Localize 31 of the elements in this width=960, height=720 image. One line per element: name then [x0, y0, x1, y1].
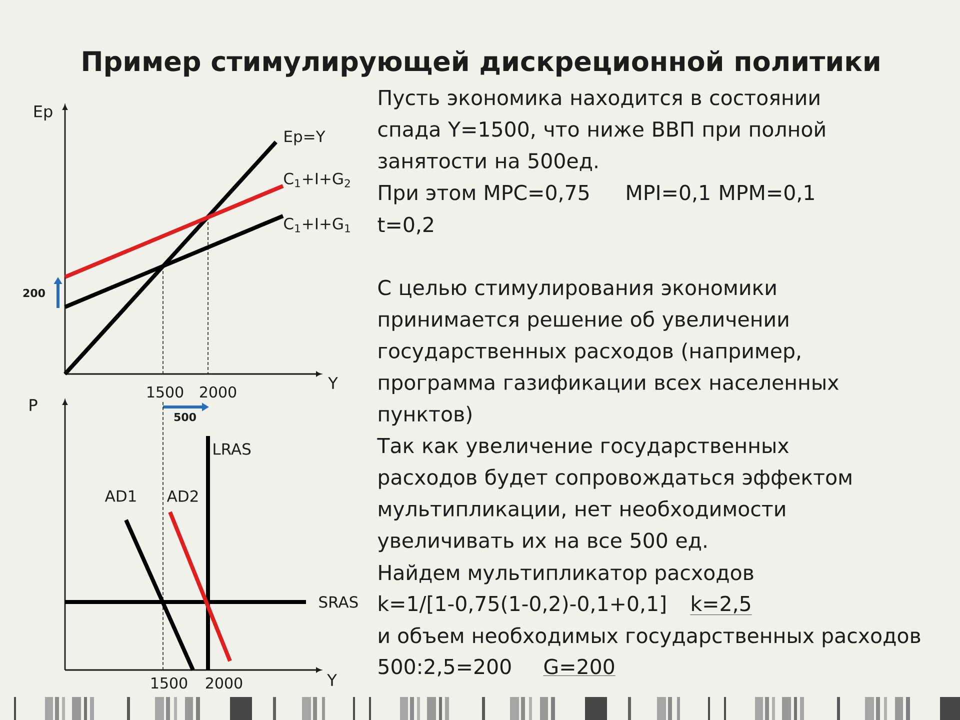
value-label: 200: [23, 288, 45, 298]
tick-label: 2000: [206, 677, 242, 689]
line-label: AD2: [166, 490, 198, 502]
axis-label: Ep: [34, 106, 52, 120]
formula-text: 500:2,5=200: [378, 658, 511, 676]
text-line: При этом MPC=0,75: [379, 184, 589, 204]
text-paragraph: Так как увеличение государственных расходов будет сопровождаться эффектом мультипликации, нет необходимости увеличивать их на все 500 ед.: [377, 438, 852, 552]
axis-label: P: [30, 399, 38, 411]
axis-label: Y: [327, 674, 337, 686]
text-line: и объем необходимых государственных расходов: [379, 627, 920, 648]
tick-label: 2000: [200, 386, 236, 398]
axis-label: Y: [328, 377, 338, 389]
line-label: AD1: [104, 490, 136, 502]
line-label: Ep=Y: [284, 130, 326, 146]
line-label: C$_{1}$+I+G$_{2}$: [284, 172, 350, 188]
formula-text: k=1/[1-0,75(1-0,2)-0,1+0,1]: [379, 595, 666, 614]
result-text: k=2,5: [690, 595, 752, 615]
text-line: Найдем мультипликатор расходов: [379, 564, 754, 584]
tick-label: 1500: [148, 386, 184, 398]
line-label: C$_{1}$+I+G$_{1}$: [284, 218, 350, 232]
formula-text: MPI=0,1: [627, 184, 710, 202]
formula-text: t=0,2: [378, 216, 433, 234]
line-label: LRAS: [214, 443, 251, 455]
line-label: SRAS: [319, 596, 358, 608]
result-text: G=200: [543, 658, 616, 676]
text-paragraph: Пусть экономика находится в состоянии спада Y=1500, что ниже ВВП при полной занятости на 500ед.: [378, 90, 825, 172]
formula-text: MPM=0,1: [720, 184, 814, 202]
tick-label: 1500: [152, 677, 188, 689]
value-label: 500: [174, 412, 196, 422]
text-paragraph: С целью стимулирования экономики принимается решение об увеличении государственных расходов (например, программа газификации всех населенных пунктов): [378, 280, 839, 426]
slide-title: Пример стимулирующей дискреционной политики: [83, 50, 880, 77]
